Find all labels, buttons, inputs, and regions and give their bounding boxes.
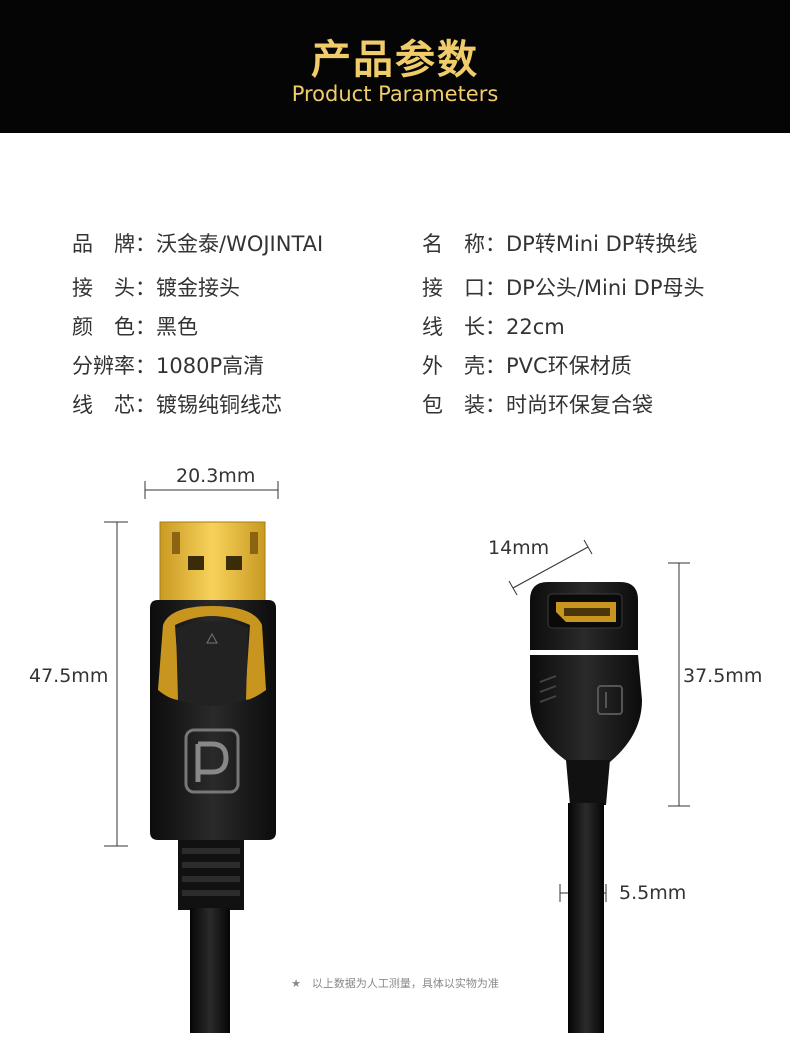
spec-connector: 接 头：镀金接头	[72, 273, 240, 303]
spec-key: 品 牌：	[72, 232, 156, 256]
spec-value: 1080P高清	[156, 354, 265, 378]
dp-width-label: 20.3mm	[176, 465, 256, 487]
spec-name: 名 称：DP转Mini DP转换线	[422, 229, 697, 259]
mini-height-label: 37.5mm	[683, 665, 763, 687]
spec-brand: 品 牌：沃金泰/WOJINTAI	[72, 229, 323, 259]
spec-package: 包 装：时尚环保复合袋	[422, 390, 653, 420]
mini-width-dimension	[508, 539, 593, 596]
page-subtitle: Product Parameters	[291, 82, 499, 106]
spec-interface: 接 口：DP公头/Mini DP母头	[422, 273, 705, 303]
dp-height-label: 47.5mm	[29, 665, 109, 687]
spec-value: 时尚环保复合袋	[506, 393, 653, 417]
cable-diameter-label: 5.5mm	[619, 882, 687, 904]
spec-value: 沃金泰/WOJINTAI	[156, 232, 324, 256]
spec-key: 接 口：	[422, 276, 506, 300]
spec-value: DP转Mini DP转换线	[506, 232, 698, 256]
spec-value: 22cm	[506, 315, 565, 339]
spec-key: 线 芯：	[72, 393, 156, 417]
spec-shell: 外 壳：PVC环保材质	[422, 351, 632, 381]
spec-value: PVC环保材质	[506, 354, 632, 378]
spec-value: 镀金接头	[156, 276, 240, 300]
dp-width-dimension	[144, 481, 279, 499]
spec-key: 接 头：	[72, 276, 156, 300]
mini-height-dimension	[668, 562, 690, 807]
spec-value: 黑色	[156, 315, 198, 339]
spec-resolution: 分辨率：1080P高清	[72, 351, 264, 381]
spec-key: 颜 色：	[72, 315, 156, 339]
spec-key: 外 壳：	[422, 354, 506, 378]
mini-dp-connector	[530, 582, 642, 1033]
measurement-note: ★ 以上数据为人工测量，具体以实物为准	[291, 977, 499, 990]
mini-width-label: 14mm	[488, 537, 550, 559]
header-banner: 产品参数 Product Parameters	[0, 0, 790, 133]
dp-connector-body	[150, 600, 276, 840]
spec-key: 线 长：	[422, 315, 506, 339]
dp-cable	[178, 840, 244, 1033]
spec-key: 名 称：	[422, 232, 506, 256]
spec-core: 线 芯：镀锡纯铜线芯	[72, 390, 282, 420]
dp-height-dimension	[104, 521, 128, 847]
spec-value: DP公头/Mini DP母头	[506, 276, 705, 300]
spec-length: 线 长：22cm	[422, 312, 565, 342]
spec-key: 分辨率：	[72, 354, 156, 378]
dp-plug	[159, 521, 266, 603]
spec-color: 颜 色：黑色	[72, 312, 198, 342]
spec-key: 包 装：	[422, 393, 506, 417]
spec-value: 镀锡纯铜线芯	[156, 393, 282, 417]
page-title: 产品参数	[311, 37, 479, 83]
